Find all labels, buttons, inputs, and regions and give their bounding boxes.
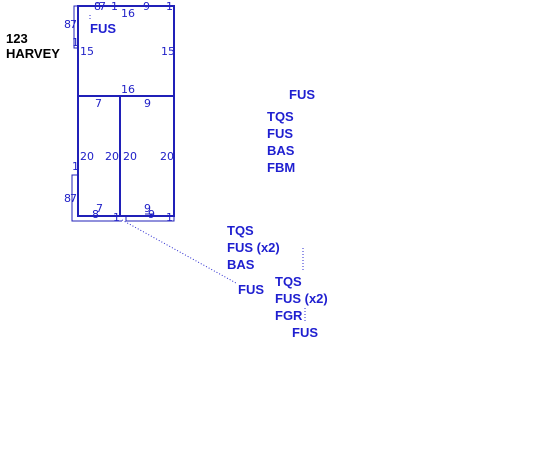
legend-lower-right-footer: FUS bbox=[292, 325, 318, 340]
legend-lower-left-item-2: FUS (x2) bbox=[227, 240, 280, 255]
top-room-top-dim-5: 9 bbox=[143, 0, 150, 13]
legend-lower-right-item-2: FUS (x2) bbox=[275, 291, 328, 306]
top-room-left-dim-3: 1 bbox=[72, 36, 79, 49]
lower-left-room-bottom-dim-3: 1 bbox=[113, 211, 120, 224]
connector-lines bbox=[89, 15, 306, 322]
top-room-bottom-dim-1: 16 bbox=[121, 83, 135, 96]
legend-upper-title: FUS bbox=[289, 87, 315, 102]
building-outline bbox=[71, 2, 175, 222]
top-room-top-dim-3: 1 bbox=[111, 0, 118, 13]
lower-right-room-left-dim: 20 bbox=[123, 150, 137, 163]
lower-right-room-bottom-dim-1: 9 bbox=[144, 202, 151, 215]
top-room-top-dim-4: 16 bbox=[121, 7, 135, 20]
top-room-top-dim-1: 8 bbox=[94, 0, 101, 13]
top-room-bottom-dim-2: 7 bbox=[95, 97, 102, 110]
legend-upper-item-3: BAS bbox=[267, 143, 295, 158]
lower-left-room-bottom-dim-1: 8 bbox=[92, 208, 99, 221]
lower-left-room-bottom-dim-2: 7 bbox=[96, 202, 103, 215]
top-room-left-dim-1: 8 bbox=[64, 18, 71, 31]
lower-right-room-outline bbox=[119, 95, 175, 217]
address-number: 123 bbox=[6, 31, 28, 46]
legend-upper-item-4: FBM bbox=[267, 160, 295, 175]
top-left-jog bbox=[73, 5, 78, 49]
legend-lower-right-item-3: FGR bbox=[275, 308, 303, 323]
top-room-bottom-dim-3: 9 bbox=[144, 97, 151, 110]
lower-right-jog bbox=[125, 216, 175, 222]
legend-lower-left-item-1: TQS bbox=[227, 223, 254, 238]
top-room-left-dim-4: 15 bbox=[80, 45, 94, 58]
top-room-top-dim-6: 1 bbox=[166, 0, 173, 13]
lower-right-room-right-dim: 20 bbox=[160, 150, 174, 163]
top-room-left-dim-2: 7 bbox=[70, 18, 77, 31]
lower-left-room-right-dim: 20 bbox=[105, 150, 119, 163]
lower-left-room-side-dim-2: 8 bbox=[64, 192, 71, 205]
lower-right-room-bottom-dim-3: 1 bbox=[166, 211, 173, 224]
legend-lower-left-footer: FUS bbox=[238, 282, 264, 297]
top-room-code: FUS bbox=[90, 21, 116, 36]
legend-upper-item-1: TQS bbox=[267, 109, 294, 124]
legend-lower-right-item-1: TQS bbox=[275, 274, 302, 289]
connector-line-main bbox=[121, 219, 237, 284]
lower-right-room-bottom-dim-2: 9 bbox=[148, 208, 155, 221]
top-room-top-dim-2: 7 bbox=[99, 0, 106, 13]
top-room-right-dim: 15 bbox=[161, 45, 175, 58]
legend-upper-item-2: FUS bbox=[267, 126, 293, 141]
address-street: HARVEY bbox=[6, 46, 60, 61]
lower-left-room-side-dim-3: 7 bbox=[70, 192, 77, 205]
lower-left-room-left-dim: 20 bbox=[80, 150, 94, 163]
legend-lower-left-item-3: BAS bbox=[227, 257, 255, 272]
lower-left-room-side-dim-1: 1 bbox=[72, 160, 79, 173]
lower-left-jog bbox=[71, 174, 122, 222]
